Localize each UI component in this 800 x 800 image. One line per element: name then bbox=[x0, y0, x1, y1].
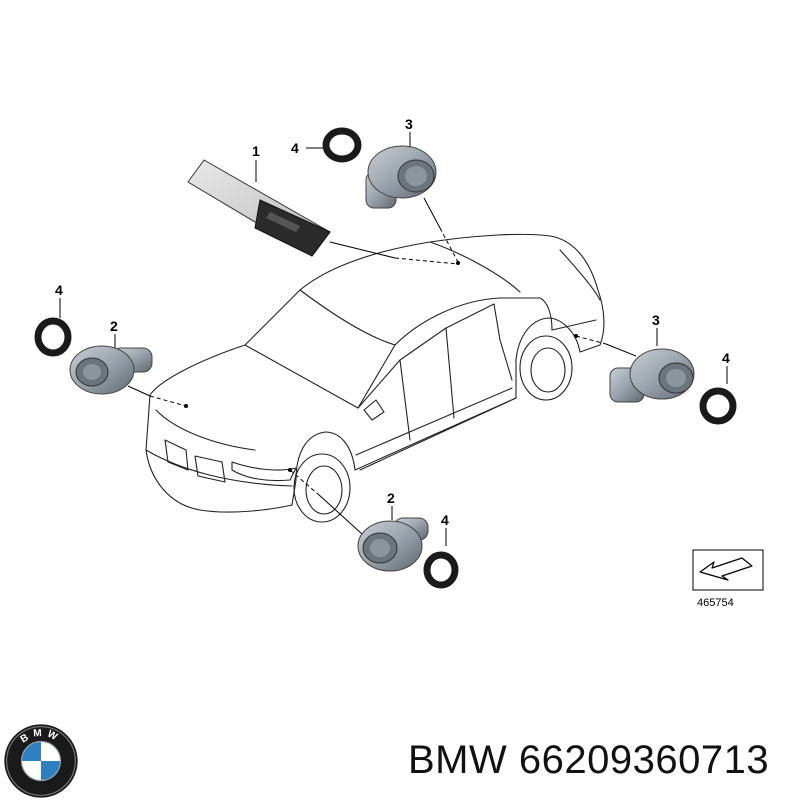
callout-3-top: 3 bbox=[405, 116, 413, 132]
ring-part-bottom bbox=[423, 551, 459, 589]
callout-4-bottom: 4 bbox=[441, 512, 449, 528]
ring-part-right bbox=[699, 387, 737, 425]
callout-1: 1 bbox=[252, 143, 260, 159]
reference-number: 465754 bbox=[697, 597, 734, 609]
car-outline bbox=[145, 233, 605, 523]
callout-2-bottom: 2 bbox=[387, 490, 395, 506]
part-number: 66209360713 bbox=[518, 738, 770, 782]
sensor-part-bottom bbox=[357, 517, 429, 572]
callout-4-top: 4 bbox=[291, 140, 299, 156]
control-module-part bbox=[187, 159, 331, 257]
arrow-icon bbox=[699, 557, 753, 581]
brand-caption: BMW 66209360713 bbox=[408, 738, 769, 783]
callout-3-right: 3 bbox=[652, 312, 660, 328]
sensor-part-left bbox=[69, 345, 153, 395]
bmw-logo: BMW bbox=[4, 724, 78, 798]
sensor-part-right bbox=[609, 348, 695, 403]
ring-part-left bbox=[34, 317, 72, 357]
callout-2-left: 2 bbox=[110, 318, 118, 334]
reference-box: 465754 bbox=[692, 549, 764, 609]
callout-4-left: 4 bbox=[55, 282, 63, 298]
callout-4-right: 4 bbox=[722, 350, 730, 366]
ring-part-top bbox=[322, 127, 362, 163]
brand-name: BMW bbox=[408, 738, 508, 782]
sensor-part-top bbox=[365, 145, 437, 209]
